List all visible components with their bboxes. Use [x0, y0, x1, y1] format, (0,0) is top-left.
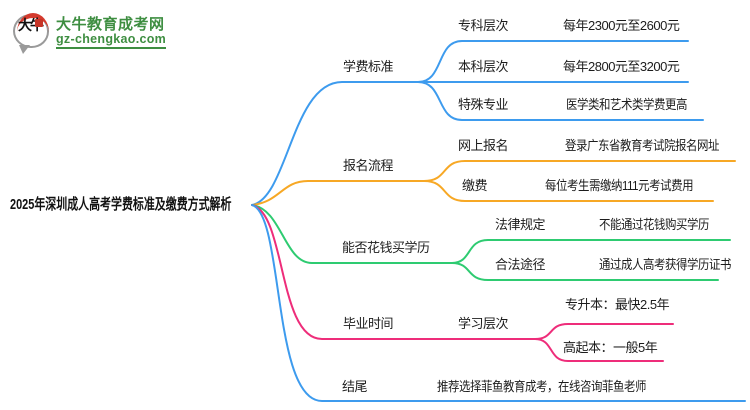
leaf-special-fee: 医学类和艺术类学费更高 — [566, 97, 688, 112]
branch-line-fee — [251, 81, 419, 206]
root-topic: 2025年深圳成人高考学费标准及缴费方式解析 — [10, 196, 232, 213]
node-junior-level: 专科层次 — [458, 18, 509, 33]
site-logo: 大牛 大牛教育成考网 gz-chengkao.com — [13, 12, 203, 56]
branch-line-grad-gqb — [534, 338, 664, 362]
leaf-law-rule: 不能通过花钱购买学历 — [599, 217, 710, 232]
logo-red-arc-icon — [17, 13, 49, 32]
node-graduation-time: 毕业时间 — [343, 316, 394, 331]
leaf-gqb-time: 高起本：一般5年 — [563, 340, 658, 355]
leaf-zsb-time: 专升本：最快2.5年 — [565, 297, 670, 312]
logo-seal-icon — [35, 19, 43, 27]
node-study-level: 学习层次 — [458, 316, 509, 331]
logo-url: gz-chengkao.com — [56, 32, 167, 49]
node-legal-way: 合法途径 — [495, 257, 546, 272]
leaf-online-register: 登录广东省教育考试院报名网址 — [565, 138, 720, 153]
branch-line-grad — [251, 204, 536, 340]
node-ending: 结尾 — [342, 379, 368, 394]
branch-line-grad-zsb — [534, 323, 674, 340]
leaf-junior-fee: 每年2300元至2600元 — [563, 18, 680, 33]
node-pay-fee: 缴费 — [462, 178, 488, 193]
logo-bubble-icon: 大牛 — [13, 13, 49, 54]
node-special-major: 特殊专业 — [458, 97, 509, 112]
leaf-ending-advice: 推荐选择菲鱼教育成考，在线咨询菲鱼老师 — [437, 379, 647, 394]
branch-line-buy — [251, 204, 453, 264]
node-register-flow: 报名流程 — [343, 158, 394, 173]
branch-line-buy-legal — [451, 262, 719, 281]
logo-title: 大牛教育成考网 — [56, 16, 165, 33]
branch-line-register — [251, 180, 425, 206]
leaf-pay-fee: 每位考生需缴纳111元考试费用 — [545, 178, 694, 193]
branch-line-buy-law — [451, 239, 731, 264]
branch-line-register-pay — [423, 180, 714, 202]
branch-line-fee-junior — [417, 40, 689, 83]
branch-line-register-online — [423, 160, 736, 182]
node-law-rule: 法律规定 — [495, 217, 546, 232]
branch-line-ending — [251, 204, 746, 402]
branch-line-fee-special — [417, 81, 704, 121]
leaf-bachelor-fee: 每年2800元至3200元 — [563, 59, 680, 74]
node-buy-diploma: 能否花钱买学历 — [342, 240, 430, 255]
leaf-legal-way: 通过成人高考获得学历证书 — [599, 257, 732, 272]
node-online-register: 网上报名 — [458, 138, 509, 153]
node-fee-standard: 学费标准 — [343, 59, 394, 74]
node-bachelor-level: 本科层次 — [458, 59, 509, 74]
logo-bubble-text: 大牛 — [18, 19, 44, 34]
